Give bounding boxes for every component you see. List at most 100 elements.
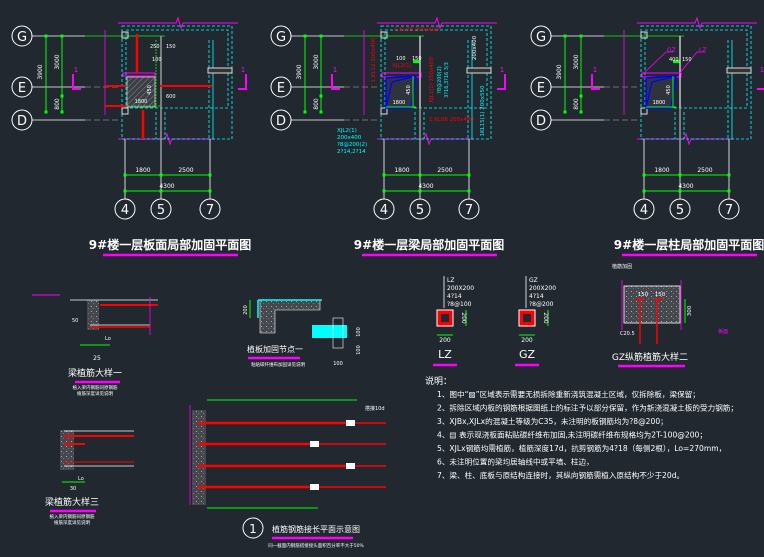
section-mark <box>238 74 247 90</box>
dimension-text: 100 <box>356 327 362 337</box>
beam-spec-note: 200x400 <box>337 135 362 141</box>
axis-label: 5 <box>676 203 684 218</box>
dimension-text: 150 <box>682 57 692 63</box>
dimension-text: 100 <box>396 56 406 62</box>
axis-bubble-7 <box>458 198 480 220</box>
dimension-text: 25 <box>93 355 101 362</box>
detail-label: 植筋加固 <box>612 263 632 270</box>
dimension-text: 1800 <box>653 100 666 106</box>
column-mark <box>380 31 388 39</box>
axis-bubble-4 <box>114 198 136 220</box>
dimension-text: 800 <box>573 98 580 110</box>
dimension-text: 3000 <box>313 54 320 69</box>
dimension-text: 150 <box>166 44 176 50</box>
column-spec: 200X200 <box>447 285 474 292</box>
dimension-text: Lo <box>105 336 111 342</box>
notes-heading: 说明： <box>425 375 452 387</box>
beam-spec-note: XJL2(1) <box>337 128 357 134</box>
beam-spec-note: 3?16,3?16 3/3 <box>444 62 450 98</box>
detail-title: 梁植筋大样三 <box>45 496 99 508</box>
axis-label: 4 <box>121 203 129 218</box>
wall-outline <box>380 25 492 140</box>
column-name: LZ <box>438 348 452 361</box>
dimension-tick <box>123 173 127 177</box>
beam-label: XJL1(1) 250x400 <box>429 57 435 103</box>
axis-bubble-5 <box>669 198 691 220</box>
break-line <box>377 16 497 30</box>
axis-label: 7 <box>465 203 473 218</box>
axis-label: 7 <box>206 203 214 218</box>
dimension-text: 3900 <box>296 64 303 79</box>
dimension-tick <box>418 189 422 193</box>
dimension-text: 50 <box>72 318 78 324</box>
dimension-tick <box>60 94 64 98</box>
opening <box>207 67 233 74</box>
axis-bubble-7 <box>199 198 221 220</box>
dimension-tick <box>159 189 163 193</box>
dimension-text: 1800 <box>135 99 148 105</box>
new-beam-diagonal <box>385 81 393 109</box>
column-spec: 4?14 <box>447 293 462 300</box>
dimension-text: 600 <box>166 94 176 100</box>
dimension-tick <box>678 189 682 193</box>
opening <box>726 67 752 74</box>
dimension-text: 150 <box>638 292 649 298</box>
axis-label: G <box>536 30 546 45</box>
axis-label: 5 <box>157 203 165 218</box>
lap-label: 搭接10d <box>365 405 385 412</box>
axis-label: 4 <box>640 203 648 218</box>
detail-title: 梁植筋大样一 <box>68 367 122 379</box>
dimension-text: 4300 <box>678 183 693 190</box>
general-notes: 说明：1、图中“▨”区域表示需要无损拆除重新浇筑混凝土区域，仅拆除板，梁保留；2… <box>425 375 738 480</box>
dimension-text: 450 <box>666 85 672 95</box>
dimension-tick <box>382 189 386 193</box>
dimension-tick <box>382 173 386 177</box>
dimension-text: Lo <box>78 476 84 482</box>
new-beam-outline <box>385 75 417 109</box>
axis-label: D <box>17 114 27 129</box>
axis-label: G <box>17 30 27 45</box>
dimension-tick <box>44 34 48 38</box>
dimension-text: 450 <box>147 85 153 95</box>
note-item: 1、图中“▨”区域表示需要无损拆除重新浇筑混凝土区域，仅拆除板，梁保留； <box>437 389 700 399</box>
beam-label: 200x400 <box>472 35 478 60</box>
dimension-text: 4300 <box>418 183 433 190</box>
dimension-text: 30 <box>70 486 76 492</box>
dimension-text: 1800 <box>393 100 406 106</box>
dimension-tick <box>673 60 680 63</box>
dimension-text: 200 <box>439 337 451 344</box>
wall-outline <box>121 25 233 140</box>
dimension-tick <box>208 189 212 193</box>
axis-bubble-4 <box>373 198 395 220</box>
detail-note: 植入梁内钢筋同原钢筋 <box>73 384 118 391</box>
dimension-text: 200 <box>460 312 467 324</box>
axis-bubble-4 <box>633 198 655 220</box>
concrete-section <box>623 285 681 324</box>
dimension-tick <box>467 189 471 193</box>
axis-label: E <box>277 81 285 96</box>
axis-bubble-7 <box>718 198 740 220</box>
bolt-plate <box>332 317 344 349</box>
section-mark <box>497 74 506 90</box>
dimension-text: 3900 <box>556 64 563 79</box>
leader-line <box>678 51 705 75</box>
column-tag: LZ <box>699 47 706 54</box>
dimension-tick <box>44 110 48 114</box>
dimension-tick <box>563 34 567 38</box>
column-name: GZ <box>519 348 536 361</box>
column-mark <box>380 107 388 115</box>
detail-note: 植筋深度详见说明 <box>77 390 113 397</box>
dimension-text: 150 <box>655 292 666 298</box>
dimension-text: 1800 <box>135 167 150 174</box>
dimension-tick <box>563 110 567 114</box>
lap-coupler <box>346 463 355 469</box>
note-item: 3、XJBx,XJLx的混凝土等级为C35，未注明的板钢筋均为?8@200； <box>437 416 668 426</box>
dimension-text: 800 <box>313 98 320 110</box>
section-mark <box>591 74 600 90</box>
wall-outline <box>640 25 752 140</box>
